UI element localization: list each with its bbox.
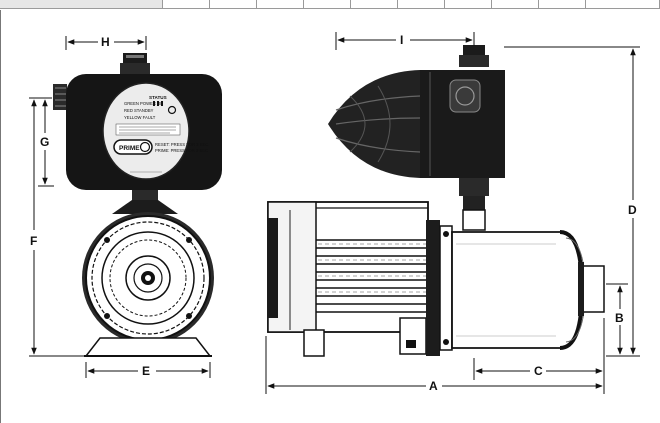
controller-note-prime: PRIME: PRESS FOR 3 SEC [155, 148, 208, 153]
front-view-pump: STATUS GREEN POWER ON RED STANDBY YELLOW… [53, 53, 222, 357]
table-cell [445, 0, 492, 9]
dimension-label-e: E [142, 364, 150, 378]
status-row-power: GREEN POWER ON [124, 101, 163, 106]
table-cell [492, 0, 539, 9]
dimension-labels: H G F E I D B C A [30, 33, 637, 393]
dimension-label-i: I [400, 33, 403, 47]
prime-indicator-icon [139, 141, 151, 153]
dimension-label-h: H [101, 35, 110, 49]
dimension-label-f: F [30, 234, 37, 248]
dimension-label-a: A [429, 379, 438, 393]
table-cell [398, 0, 445, 9]
dimension-label-c: C [534, 364, 543, 378]
prime-label: PRIME [119, 145, 140, 152]
status-label: STATUS [149, 95, 167, 100]
top-table-strip [0, 0, 660, 10]
table-cell [257, 0, 304, 9]
table-cell [539, 0, 586, 9]
dimension-label-d: D [628, 203, 637, 217]
table-cell [304, 0, 351, 9]
table-cell [163, 0, 210, 9]
controller-note-reset: RESET: PRESS FOR 3 SEC [155, 142, 208, 147]
cable-gland-icon [449, 79, 481, 113]
status-row-fault: YELLOW FAULT [124, 115, 156, 120]
status-row-standby: RED STANDBY [124, 108, 154, 113]
table-cell [351, 0, 398, 9]
dimension-label-g: G [40, 135, 49, 149]
drawing-frame [0, 10, 660, 423]
side-view-pump [267, 45, 605, 357]
table-cell [210, 0, 257, 9]
table-cell [0, 0, 163, 9]
dimension-label-b: B [615, 311, 624, 325]
indicator-icon [167, 105, 177, 115]
